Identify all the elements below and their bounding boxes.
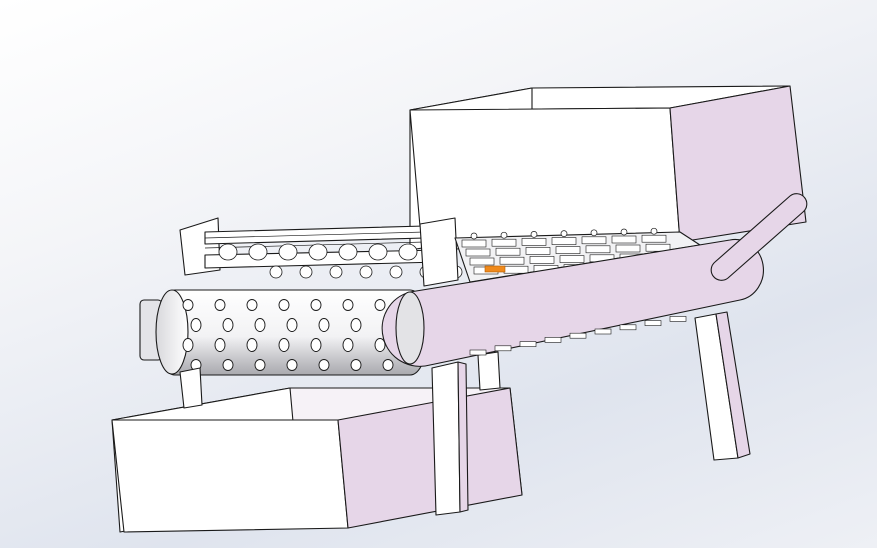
beam-end-cap <box>395 291 425 365</box>
drum-hole <box>310 338 322 352</box>
beam-slot <box>494 345 512 352</box>
sprocket <box>359 265 373 279</box>
grid-bolt <box>650 227 658 235</box>
drum-hole <box>278 338 290 352</box>
drum-hole <box>214 338 226 352</box>
support-rod <box>710 193 808 281</box>
drum-hole <box>382 359 394 371</box>
drum-hole <box>222 318 234 332</box>
grid-cell <box>491 238 517 247</box>
leg-front-left <box>431 361 461 516</box>
drum-hole <box>190 318 202 332</box>
grid-cell <box>499 256 525 265</box>
beam-slot <box>469 349 487 356</box>
grid-cell <box>581 236 607 245</box>
drum-holes <box>182 299 394 371</box>
leg-front-left-side <box>457 361 469 513</box>
drum-hole <box>318 359 330 371</box>
roller <box>218 243 238 261</box>
grid-cell <box>495 247 521 256</box>
grid-cell <box>585 245 611 254</box>
drum-hole <box>286 359 298 371</box>
beam-slot <box>644 320 662 326</box>
grid-bolt <box>560 230 568 237</box>
drum-hole <box>310 299 322 311</box>
hopper-side-face <box>669 85 807 243</box>
drum-hole <box>246 299 258 311</box>
grid-cell <box>615 244 641 253</box>
sprocket <box>329 265 343 279</box>
drum-hole <box>182 299 194 311</box>
grid-cell <box>469 257 495 266</box>
sprocket <box>389 265 403 279</box>
grid-cell <box>641 234 667 243</box>
grid-cell <box>559 255 585 263</box>
grid-cell <box>465 248 491 257</box>
drum-hole <box>374 338 386 352</box>
drum-hole <box>214 299 226 311</box>
grid-cell <box>611 235 637 244</box>
drum-hole <box>246 338 258 352</box>
beam-slot <box>519 341 537 347</box>
rear-frame <box>179 217 463 287</box>
drum-hole <box>222 359 234 371</box>
drum-hole <box>342 338 354 352</box>
roller <box>278 243 298 261</box>
roller <box>368 243 388 261</box>
drum-hole <box>182 338 194 352</box>
roller <box>338 243 358 261</box>
rail-line <box>204 231 426 239</box>
feed-hopper <box>409 85 807 251</box>
grid-bolt <box>620 228 628 236</box>
roller <box>398 243 418 261</box>
grid-cell <box>529 256 555 264</box>
front-post-upper <box>419 217 459 287</box>
rod-body <box>710 193 808 281</box>
grid-cell <box>555 246 581 254</box>
grid-bolt <box>500 231 508 239</box>
sprocket <box>269 265 283 279</box>
drum-hole <box>318 318 330 332</box>
roller <box>308 243 328 261</box>
grid-cell <box>503 265 529 274</box>
front-legs <box>431 311 751 516</box>
leg-rear-mid <box>477 351 501 391</box>
sprocket <box>299 265 313 279</box>
drum-hole <box>342 299 354 311</box>
beam-slots <box>469 316 687 356</box>
grid-cell <box>521 238 547 246</box>
grid-cell <box>461 239 487 248</box>
leg-front-right-side <box>715 311 751 459</box>
beam-slot <box>619 324 637 331</box>
grid-bolt <box>590 229 598 237</box>
grid-cell <box>551 237 577 245</box>
grid-bolt <box>530 231 538 238</box>
drum-hole <box>350 318 362 332</box>
orange-marker <box>484 265 506 273</box>
drum-hole <box>350 359 362 371</box>
grid-bolt <box>470 232 478 240</box>
drum-hole <box>374 299 386 311</box>
beam-slot <box>669 316 687 322</box>
roller <box>248 243 268 261</box>
beam-slot <box>594 328 612 335</box>
tray-front-face <box>111 419 349 533</box>
drum-hole <box>254 318 266 332</box>
beam-slot <box>569 332 587 339</box>
main-beam <box>381 238 764 367</box>
drum-hole <box>254 359 266 371</box>
rear-legs <box>179 351 501 409</box>
beam-slot <box>544 337 562 343</box>
drum-left-cap <box>155 289 189 375</box>
drum-hole <box>278 299 290 311</box>
leg-rear-left <box>179 367 203 409</box>
drum-hole <box>286 318 298 332</box>
grid-cell <box>525 247 551 255</box>
